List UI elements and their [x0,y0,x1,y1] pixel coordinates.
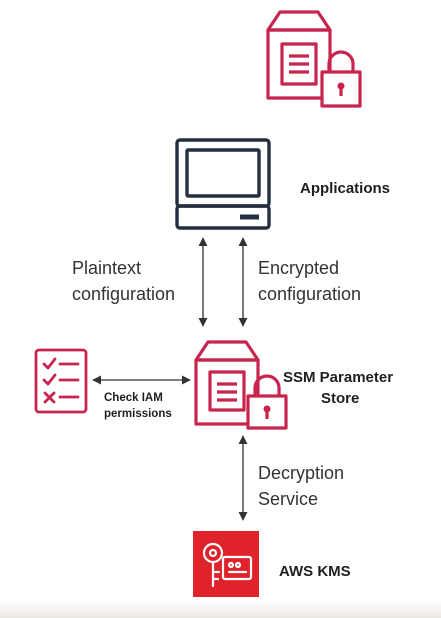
ssm-parameter-store-icon [194,340,288,430]
plaintext-label-line2: configuration [72,284,176,304]
top-parameter-store-icon [266,10,362,108]
encrypted-label-line2: configuration [258,284,362,304]
kms-key-icon [193,531,259,597]
decryption-label-line2: Service [258,489,319,509]
ssm-label-line2: Store [321,390,360,407]
check-iam-label-line2: permissions [104,408,172,420]
applications-label: Applications [300,180,391,197]
check-iam-label-line1: Check IAM [104,392,163,404]
kms-label: AWS KMS [279,563,351,580]
decryption-label-line1: Decryption [258,463,345,483]
checklist-icon [34,348,88,414]
ssm-label-line1: SSM Parameter [283,369,394,386]
floor-shadow [0,600,441,618]
computer-icon [175,138,271,230]
plaintext-label-line1: Plaintext [72,258,142,278]
encrypted-label-line1: Encrypted [258,258,340,278]
